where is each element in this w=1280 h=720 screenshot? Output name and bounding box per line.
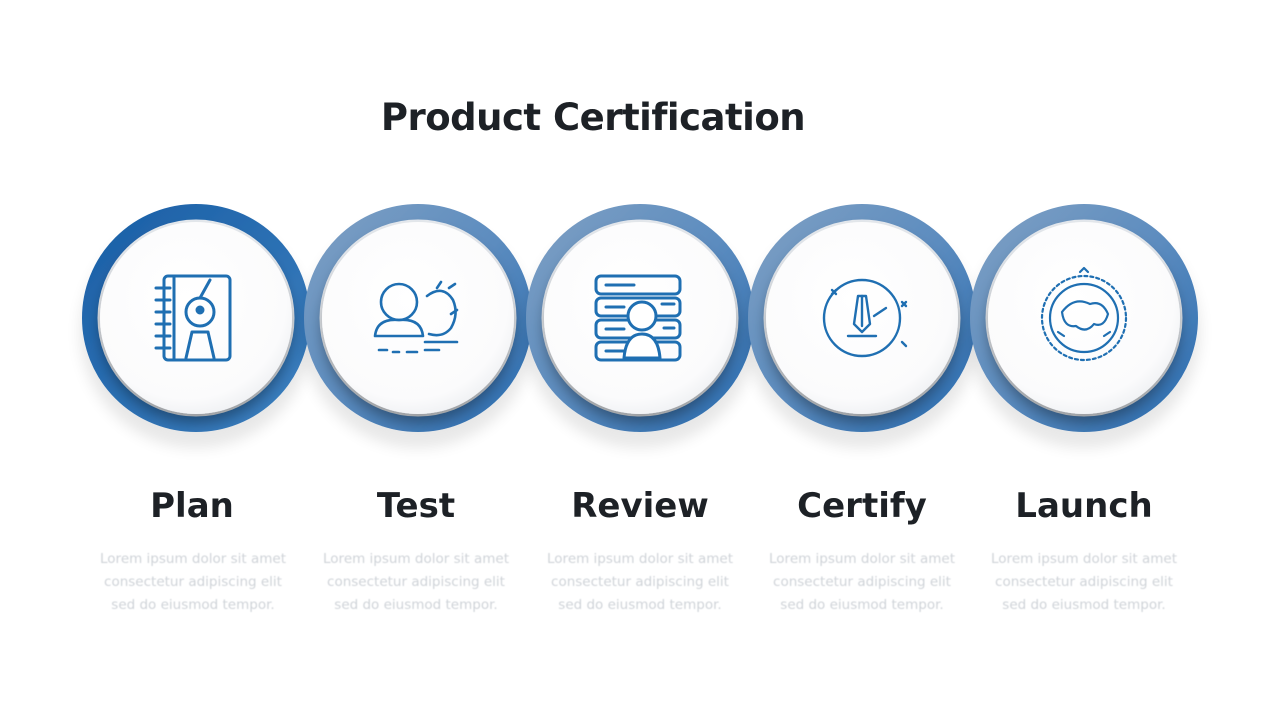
person-testing-icon (373, 280, 459, 354)
step-label-certify: Certify (797, 486, 927, 526)
page-title: Product Certification (380, 96, 806, 139)
notebook-person-icon (154, 274, 232, 362)
step-description-certify: Lorem ipsum dolor sit amet consectetur a… (769, 551, 955, 613)
ring-test (304, 204, 532, 432)
ring-certify (748, 204, 976, 432)
ring-inner-edge-review (541, 219, 739, 417)
step-label-review: Review (571, 486, 709, 526)
documents-reviewer-icon (594, 274, 682, 362)
pen-seal-icon (822, 278, 908, 358)
ring-inner-edge-certify (763, 219, 961, 417)
ring-launch (970, 204, 1198, 432)
step-label-plan: Plan (150, 486, 234, 526)
step-description-plan: Lorem ipsum dolor sit amet consectetur a… (100, 551, 286, 613)
ring-inner-edge-launch (985, 219, 1183, 417)
ring-plan (82, 204, 310, 432)
step-description-test: Lorem ipsum dolor sit amet consectetur a… (323, 551, 509, 613)
step-description-review: Lorem ipsum dolor sit amet consectetur a… (547, 551, 733, 613)
step-rings (82, 204, 1198, 432)
step-label-test: Test (376, 486, 456, 526)
step-description-launch: Lorem ipsum dolor sit amet consectetur a… (991, 551, 1177, 613)
step-label-launch: Launch (1015, 486, 1153, 526)
ring-inner-edge-test (319, 219, 517, 417)
ring-review (526, 204, 754, 432)
disc-launch (988, 222, 1180, 414)
disc-plan (100, 222, 292, 414)
globe-badge-icon (1040, 266, 1128, 362)
ring-inner-edge-plan (97, 219, 295, 417)
disc-test (322, 222, 514, 414)
